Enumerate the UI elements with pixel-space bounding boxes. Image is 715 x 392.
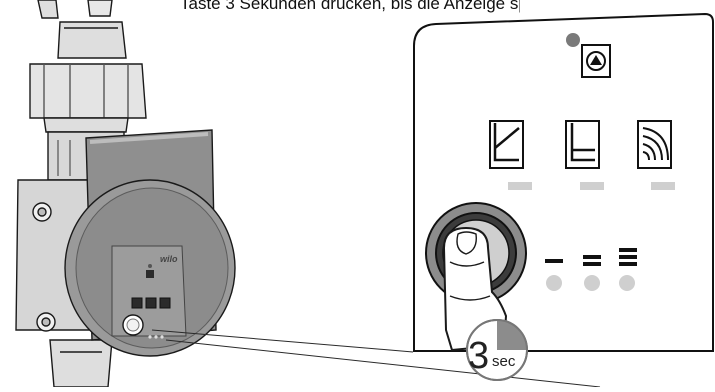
mode-icon-constant-pressure bbox=[566, 121, 599, 168]
timer-unit: sec bbox=[492, 353, 516, 370]
speed-led bbox=[584, 275, 600, 291]
mode-led bbox=[651, 182, 675, 190]
mode-icon-variable-pressure bbox=[490, 121, 523, 168]
brand-logo: wilo bbox=[160, 254, 178, 264]
speed-led bbox=[619, 275, 635, 291]
timer-number: 3 bbox=[468, 335, 489, 377]
mode-icon-constant-speed bbox=[638, 121, 671, 168]
mode-led bbox=[580, 182, 604, 190]
speed-led bbox=[546, 275, 562, 291]
instruction-caption: Taste 3 Sekunden drücken, bis die Anzeig… bbox=[180, 0, 520, 14]
electronics-module bbox=[65, 130, 235, 356]
mode-led bbox=[508, 182, 532, 190]
